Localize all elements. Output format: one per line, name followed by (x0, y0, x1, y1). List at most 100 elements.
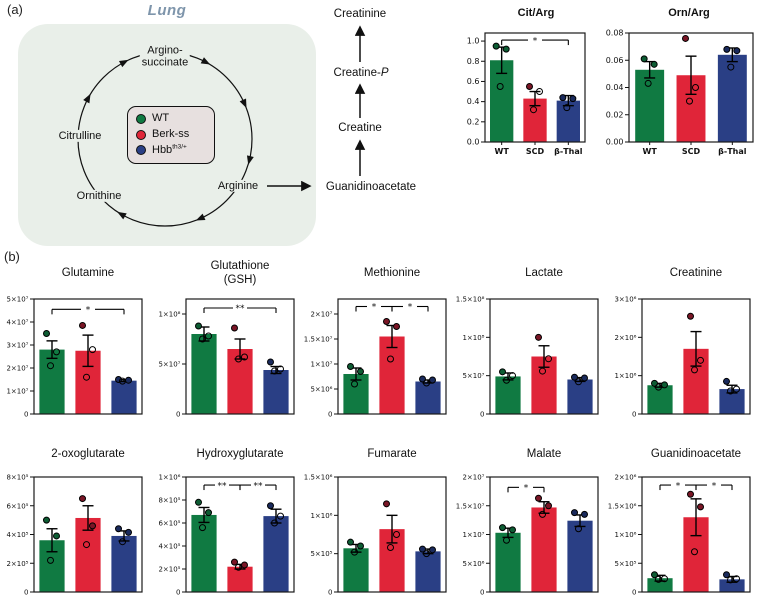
chart-title: Glutamine (61, 267, 115, 280)
svg-text:5×10⁶: 5×10⁶ (462, 560, 484, 568)
svg-text:0.2: 0.2 (467, 117, 480, 126)
svg-text:1×10⁶: 1×10⁶ (310, 512, 332, 520)
chart-glutathione: Glutathione (GSH) 0 5×10⁷ 1×10⁸ ** (152, 254, 304, 422)
svg-text:0: 0 (24, 589, 28, 597)
svg-text:*: * (676, 481, 681, 491)
chart-title: Methionine (363, 267, 421, 280)
svg-text:SCD: SCD (526, 147, 545, 156)
legend-item-hbb: Hbbth3/+ (136, 143, 206, 158)
svg-text:1×10⁷: 1×10⁷ (462, 531, 484, 539)
chart-guanidinoacetate: Guanidinoacetate 0 5×10⁵ 1×10⁶ 1.5×10⁶ 2×10⁶… (608, 438, 760, 600)
svg-text:1×10⁶: 1×10⁶ (158, 474, 180, 482)
svg-text:WT: WT (495, 147, 510, 156)
svg-text:0.02: 0.02 (606, 110, 624, 119)
chart-title: Guanidinoacetate (650, 448, 742, 461)
svg-text:1×10⁸: 1×10⁸ (158, 311, 180, 319)
svg-text:β-Thal: β-Thal (554, 147, 583, 156)
chart-title: Lactate (525, 267, 563, 280)
genotype-legend: WT Berk-ss Hbbth3/+ (127, 106, 215, 165)
chart-title: Glutathione (GSH) (210, 260, 270, 286)
cycle-label-ornithine: Ornithine (74, 189, 124, 203)
svg-text:4×10⁵: 4×10⁵ (158, 543, 180, 551)
panel-b-label: (b) (4, 249, 20, 264)
svg-text:5×10⁶: 5×10⁶ (310, 386, 332, 394)
svg-text:**: ** (254, 481, 264, 491)
chart-title: 2-oxoglutarate (51, 448, 125, 461)
svg-text:WT: WT (643, 147, 658, 156)
svg-text:1.5×10⁶: 1.5×10⁶ (608, 502, 637, 510)
svg-text:1×10⁶: 1×10⁶ (614, 531, 636, 539)
svg-text:0.04: 0.04 (606, 83, 624, 92)
chart-title: Creatinine (669, 267, 723, 280)
hbb-dot-icon (136, 145, 146, 156)
svg-text:1.0: 1.0 (467, 37, 480, 46)
svg-text:0.4: 0.4 (467, 97, 480, 106)
bar-chart-svg: 0 5×10⁷ 1×10⁸ ** (158, 298, 295, 419)
lung-title: Lung (147, 2, 187, 19)
svg-text:*: * (524, 484, 529, 494)
svg-text:3×10⁷: 3×10⁷ (6, 342, 28, 350)
svg-text:5×10⁷: 5×10⁷ (158, 361, 180, 369)
svg-text:2×10⁷: 2×10⁷ (310, 311, 332, 319)
legend-label: Berk-ss (152, 127, 190, 140)
svg-text:1.5×10⁷: 1.5×10⁷ (456, 502, 485, 510)
svg-text:0.8: 0.8 (467, 57, 480, 66)
svg-text:1×10⁸: 1×10⁸ (462, 334, 484, 342)
svg-text:4×10⁷: 4×10⁷ (6, 319, 28, 327)
svg-text:*: * (408, 303, 413, 313)
chart-title: Orn/Arg (668, 7, 710, 20)
svg-text:2×10⁷: 2×10⁷ (462, 474, 484, 482)
berk-ss-dot-icon (136, 129, 146, 140)
svg-text:0: 0 (176, 411, 180, 419)
wt-dot-icon (136, 113, 146, 124)
svg-text:2×10⁶: 2×10⁶ (614, 474, 636, 482)
svg-text:1.5×10⁸: 1.5×10⁸ (456, 296, 485, 304)
svg-text:0: 0 (632, 411, 636, 419)
svg-text:0.6: 0.6 (467, 77, 480, 86)
cycle-label-arginosuccinate: Argino- succinate (139, 44, 191, 70)
chart-title: Fumarate (367, 448, 417, 461)
svg-text:5×10⁷: 5×10⁷ (462, 372, 484, 380)
legend-label: WT (152, 112, 170, 124)
svg-text:5×10⁵: 5×10⁵ (614, 560, 636, 568)
cycle-label-citrulline: Citrulline (56, 129, 104, 143)
svg-text:2×10⁷: 2×10⁷ (6, 365, 28, 373)
svg-text:1×10⁷: 1×10⁷ (6, 388, 28, 396)
svg-text:**: ** (236, 304, 246, 314)
svg-text:*: * (86, 306, 91, 316)
svg-text:3×10⁶: 3×10⁶ (614, 296, 636, 304)
svg-text:6×10⁵: 6×10⁵ (6, 502, 28, 510)
svg-text:*: * (533, 36, 538, 46)
svg-text:0: 0 (632, 589, 636, 597)
svg-text:2×10⁵: 2×10⁵ (158, 566, 180, 574)
svg-text:0: 0 (24, 411, 28, 419)
svg-text:0.06: 0.06 (606, 56, 624, 65)
pathway-node-creatine: Creatine (338, 122, 382, 134)
